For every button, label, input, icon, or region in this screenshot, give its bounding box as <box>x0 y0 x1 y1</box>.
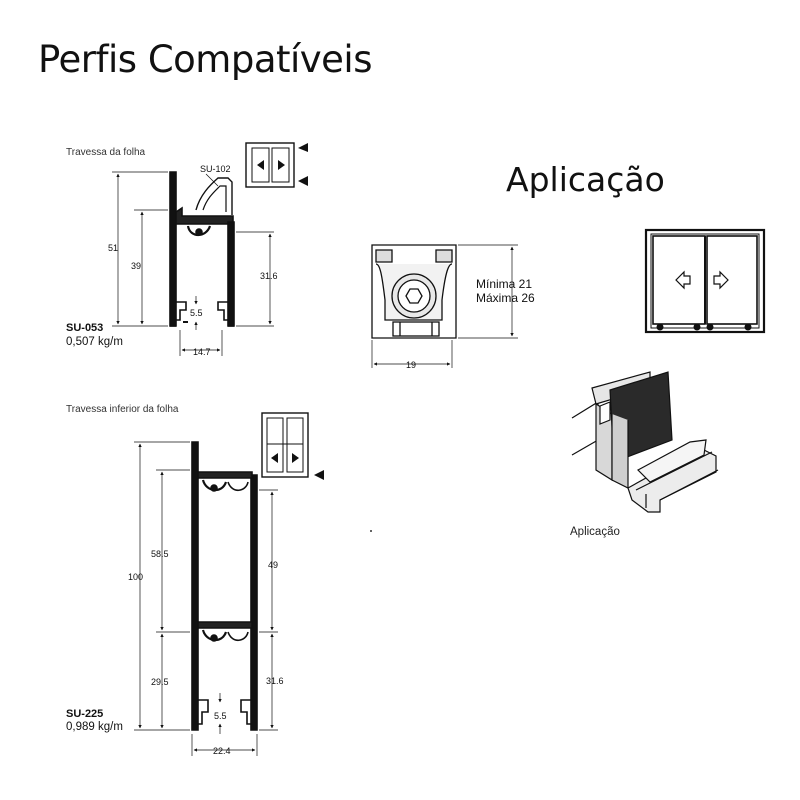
dim-bottom-100: 100 <box>128 572 143 582</box>
profile-bottom-code: SU-225 <box>66 708 104 720</box>
profile-bottom-dimensions <box>134 441 278 756</box>
profile-top-dimensions <box>112 171 274 356</box>
application-caption: Aplicação <box>570 526 620 538</box>
profile-3d-icon <box>571 371 719 513</box>
roller-max-label: Máxima 26 <box>476 291 535 305</box>
dim-top-51: 51 <box>108 243 118 253</box>
profile-top-code: SU-053 <box>66 322 104 334</box>
arrow-marker-icon <box>298 143 308 152</box>
profile-top-caption: Travessa da folha <box>66 147 146 158</box>
dim-bottom-29-5: 29.5 <box>151 677 169 687</box>
dim-bottom-58-5: 58.5 <box>151 549 169 559</box>
roller-drawing <box>371 244 457 339</box>
dim-bottom-5-5: 5.5 <box>214 711 227 721</box>
sliding-window-icon <box>644 228 766 334</box>
page-title: Perfis Compatíveis <box>38 38 373 81</box>
arrow-marker-icon <box>298 176 308 186</box>
arrow-marker-icon <box>314 470 324 480</box>
window-pane-icon <box>261 412 309 478</box>
application-title: Aplicação <box>506 160 665 199</box>
profile-bottom-drawing <box>191 441 258 731</box>
profile-top-drawing <box>169 171 235 327</box>
dim-top-5-5: 5.5 <box>190 308 203 318</box>
roller-width-dim: 19 <box>406 360 416 370</box>
dim-bottom-31-6: 31.6 <box>266 676 284 686</box>
dim-bottom-49: 49 <box>268 560 278 570</box>
roller-min-label: Mínima 21 <box>476 277 533 291</box>
ref-su-102: SU-102 <box>200 164 231 174</box>
dim-top-39: 39 <box>131 261 141 271</box>
profile-bottom-weight: 0,989 kg/m <box>66 721 123 733</box>
profile-top-weight: 0,507 kg/m <box>66 336 123 348</box>
dim-bottom-22-4: 22.4 <box>213 746 231 756</box>
dim-top-14-7: 14.7 <box>193 347 211 357</box>
window-pane-icon <box>245 142 295 188</box>
roller-dimensions <box>371 244 518 368</box>
profile-bottom-caption: Travessa inferior da folha <box>66 404 179 415</box>
dim-top-31-6: 31.6 <box>260 271 278 281</box>
